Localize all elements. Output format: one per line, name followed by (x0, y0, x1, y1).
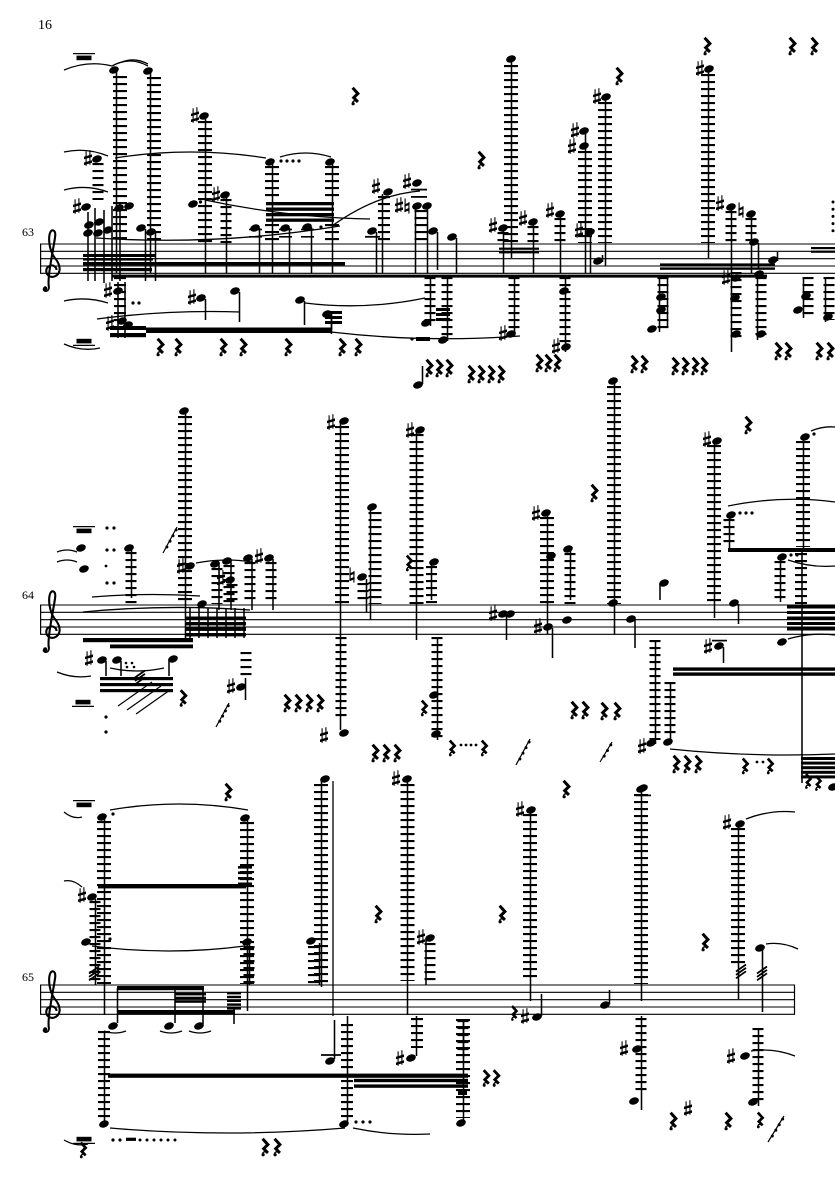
svg-text:64: 64 (22, 588, 34, 602)
svg-text:63: 63 (22, 225, 34, 239)
svg-text:65: 65 (22, 970, 34, 984)
svg-text:16: 16 (38, 18, 52, 33)
